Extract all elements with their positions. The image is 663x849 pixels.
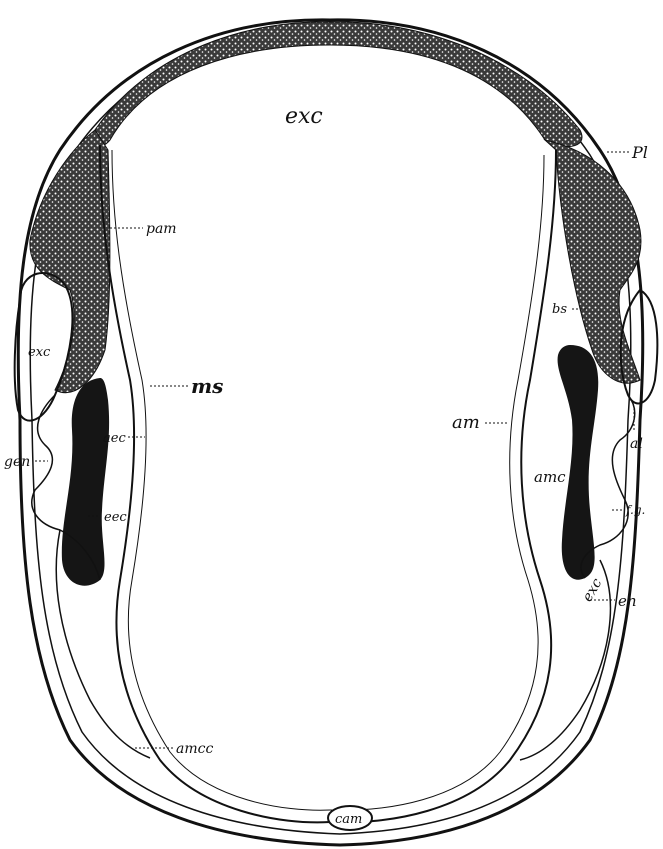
placenta-tissue-top — [92, 22, 582, 147]
label-exc-left: exc — [28, 345, 51, 360]
amniotic-membrane-right — [330, 150, 556, 822]
label-gen: gen — [4, 454, 30, 470]
label-exc-right: exc — [580, 576, 606, 605]
label-aec: aec — [103, 431, 126, 446]
label-amc: amc — [534, 468, 566, 486]
label-bs: bs — [552, 302, 567, 317]
label-pl: Pl — [631, 143, 648, 162]
label-al: al — [630, 436, 643, 452]
label-exc-top: exc — [285, 104, 323, 129]
label-pam: pam — [146, 221, 177, 237]
embryonic-ectoderm-right — [558, 345, 599, 580]
label-am: am — [452, 412, 480, 433]
amniotic-membrane-left — [100, 145, 330, 822]
placenta-mass-right — [545, 140, 641, 383]
embryonic-ectoderm-left — [62, 378, 109, 586]
label-eec: eec — [104, 510, 127, 525]
label-en: en — [618, 592, 637, 610]
label-amcc: amcc — [176, 741, 213, 757]
label-fg: f.g. — [625, 503, 645, 517]
label-cam: cam — [335, 812, 362, 827]
amniotic-membrane-left-inner — [112, 150, 330, 810]
amniotic-membrane-right-inner — [330, 155, 544, 810]
label-ms: ms — [191, 374, 223, 398]
